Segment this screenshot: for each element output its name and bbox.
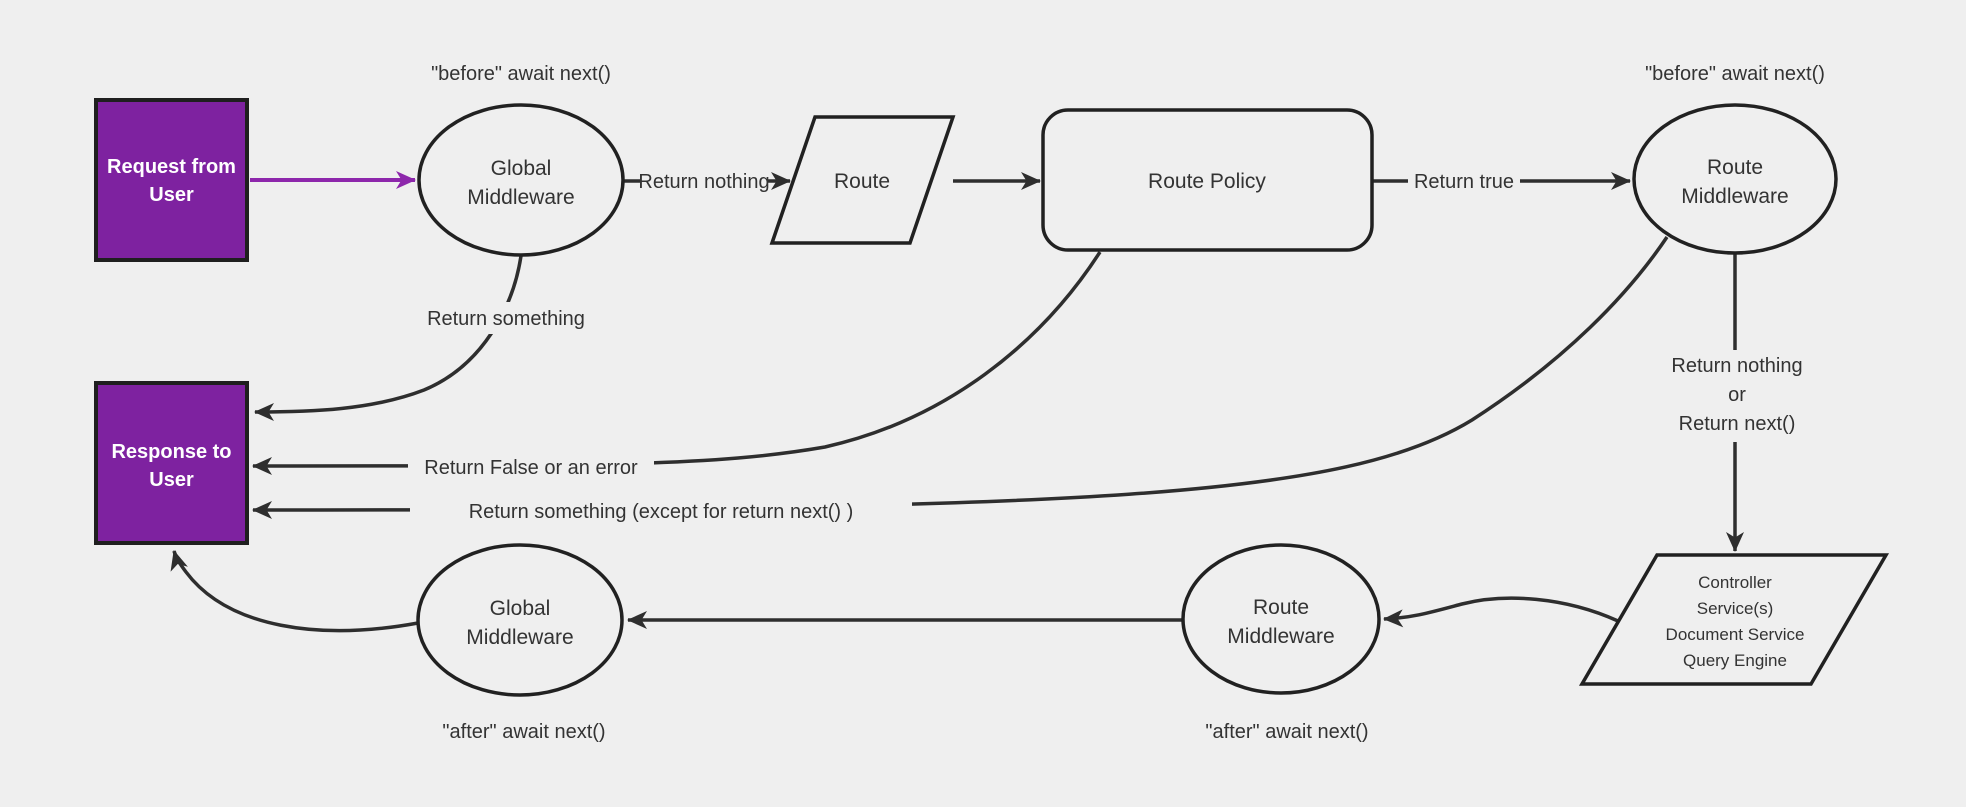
label-return-nothing-or-line1: Return nothing <box>1671 355 1802 377</box>
label-return-nothing-or-line3: Return next() <box>1679 413 1796 435</box>
request-label-line2: User <box>149 184 194 206</box>
label-bg-return-false <box>408 448 654 482</box>
services-parallelogram <box>1578 553 1890 686</box>
label-before-await-next-route: "before" await next() <box>1645 63 1825 85</box>
global-middleware-top-ellipse <box>417 103 625 257</box>
route-middleware-top-ellipse <box>1632 103 1838 255</box>
label-before-await-next-global: "before" await next() <box>431 63 611 85</box>
node-route-middleware-bottom: Route Middleware <box>1181 543 1381 695</box>
services-line2: Service(s) <box>1697 599 1774 618</box>
node-response-to-user: Response to User <box>94 381 249 545</box>
edge-labels: "before" await next() "before" await nex… <box>424 63 1825 743</box>
label-bg-return-something-except <box>410 492 912 526</box>
node-global-middleware-top: Global Middleware <box>417 103 625 257</box>
label-return-nothing-or-line2: or <box>1728 384 1746 406</box>
request-box <box>94 98 249 262</box>
response-label-line2: User <box>149 469 194 491</box>
services-line1: Controller <box>1698 573 1772 592</box>
services-line3: Document Service <box>1666 625 1805 644</box>
nodes: Request from User Global Middleware Rout… <box>94 98 1890 697</box>
node-route-policy: Route Policy <box>1041 108 1374 252</box>
route-parallelogram <box>769 115 956 245</box>
response-label-line1: Response to <box>111 441 231 463</box>
services-line4: Query Engine <box>1683 651 1787 670</box>
route-middleware-bottom-ellipse <box>1181 543 1381 695</box>
route-label: Route <box>834 170 890 193</box>
route-middleware-top-line1: Route <box>1707 156 1763 179</box>
global-middleware-bottom-line1: Global <box>490 597 551 620</box>
label-bg-return-something <box>413 302 599 334</box>
label-after-await-next-route: "after" await next() <box>1205 721 1368 743</box>
label-bg-return-nothing <box>640 164 768 196</box>
route-middleware-bottom-line1: Route <box>1253 596 1309 619</box>
global-middleware-bottom-line2: Middleware <box>466 626 573 649</box>
label-return-false-or-error: Return False or an error <box>424 457 638 479</box>
label-return-true: Return true <box>1414 171 1514 193</box>
global-middleware-top-line2: Middleware <box>467 186 574 209</box>
label-bg-return-true <box>1408 164 1520 196</box>
label-bg-return-nothing-or <box>1652 350 1820 442</box>
node-global-middleware-bottom: Global Middleware <box>416 543 624 697</box>
node-request-from-user: Request from User <box>94 98 249 262</box>
route-middleware-top-line2: Middleware <box>1681 185 1788 208</box>
label-return-nothing: Return nothing <box>638 171 769 193</box>
node-route-middleware-top: Route Middleware <box>1632 103 1838 255</box>
edge-services-to-route-middleware-bottom <box>1383 596 1619 628</box>
label-after-await-next-global: "after" await next() <box>442 721 605 743</box>
label-return-something-except: Return something (except for return next… <box>469 501 854 523</box>
node-route: Route <box>769 115 956 245</box>
route-policy-rect <box>1041 108 1374 252</box>
global-middleware-top-line1: Global <box>491 157 552 180</box>
label-return-something: Return something <box>427 308 585 330</box>
node-services: Controller Service(s) Document Service Q… <box>1578 553 1890 686</box>
edge-global-middleware-bottom-to-response <box>170 550 419 633</box>
route-policy-label: Route Policy <box>1148 170 1266 193</box>
global-middleware-bottom-ellipse <box>416 543 624 697</box>
response-box <box>94 381 249 545</box>
edge-label-backgrounds <box>408 164 1820 526</box>
route-middleware-bottom-line2: Middleware <box>1227 625 1334 648</box>
request-label-line1: Request from <box>107 156 236 178</box>
